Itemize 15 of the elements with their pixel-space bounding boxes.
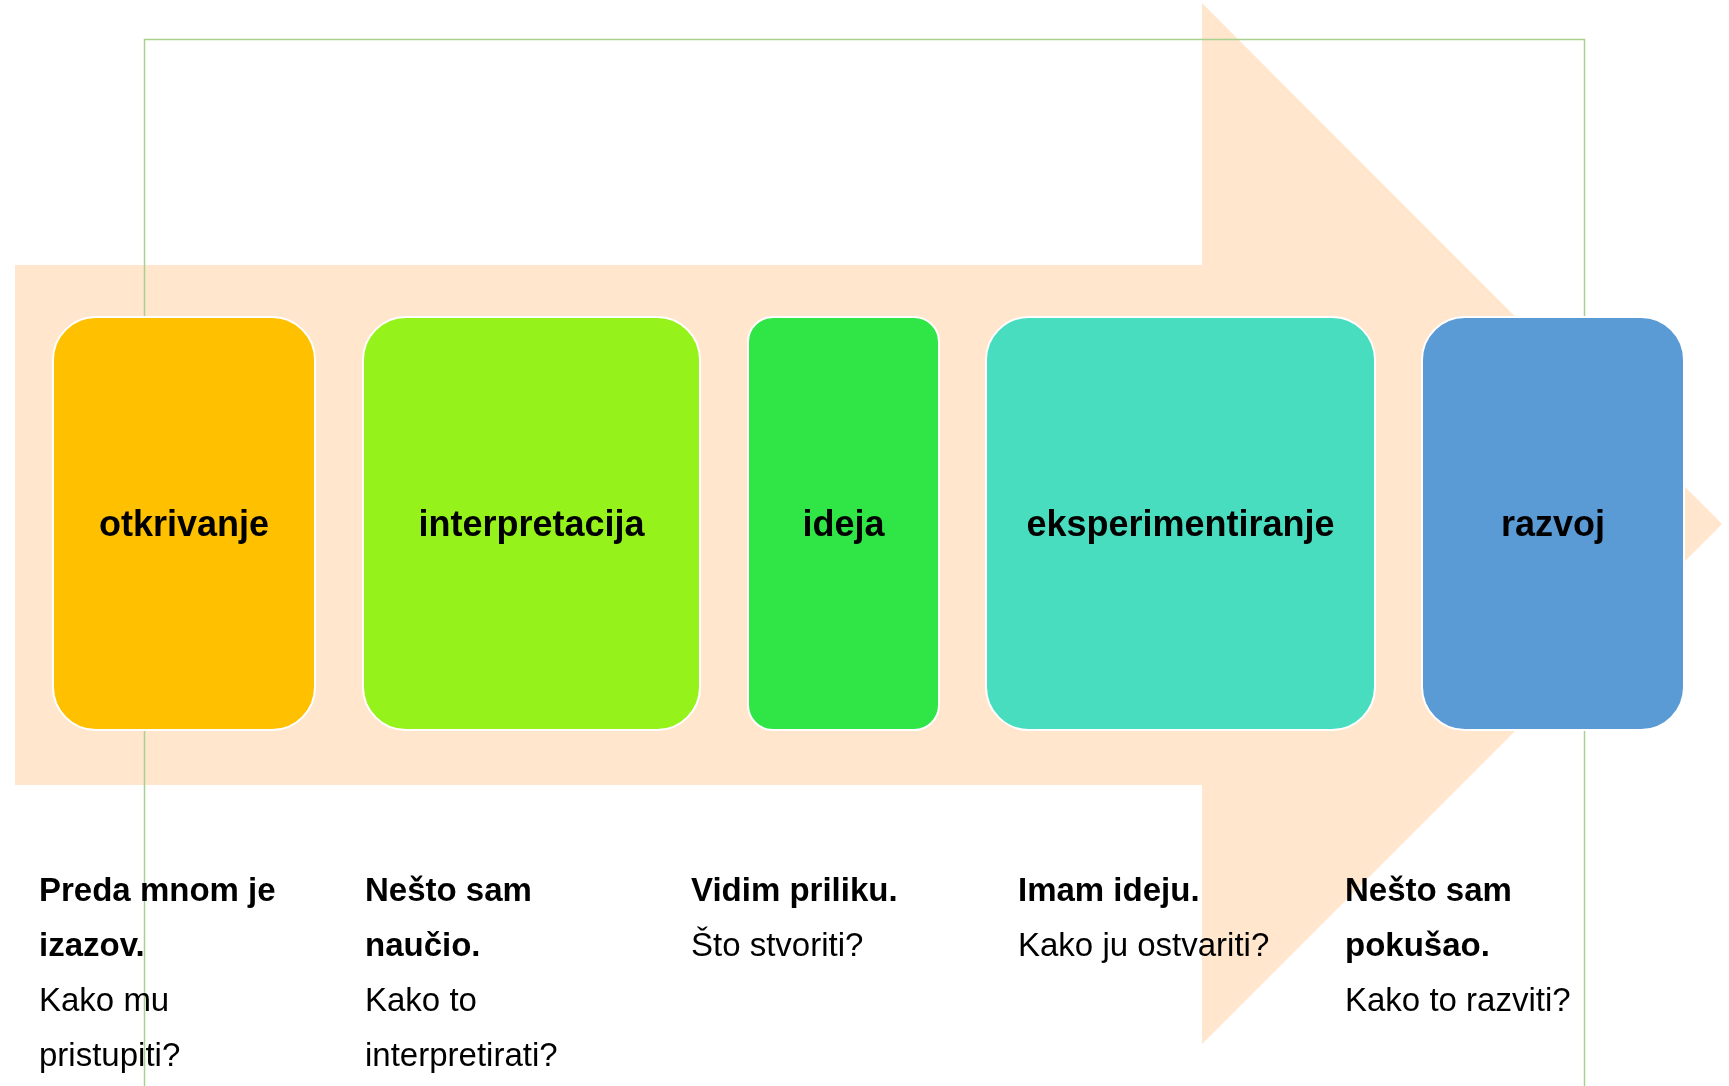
stage-statement: Preda mnom je izazov.: [39, 870, 277, 965]
stage-question: Kako to razviti?: [1345, 980, 1572, 1020]
stage-question: Kako to interpretirati?: [365, 980, 559, 1075]
stage-label: interpretacija: [418, 502, 645, 545]
stage-label: otkrivanje: [98, 502, 270, 545]
stage-label: ideja: [802, 502, 885, 545]
stage-statement: Nešto sam pokušao.: [1345, 870, 1513, 965]
stage-question: Kako ju ostvariti?: [1018, 925, 1271, 965]
stage-question: Kako mu pristupiti?: [39, 980, 182, 1075]
stage-label: eksperimentiranje: [1026, 502, 1335, 545]
stage-question: Što stvoriti?: [691, 925, 865, 965]
stage-statement: Imam ideju.: [1018, 870, 1201, 910]
stage-statement: Vidim priliku.: [691, 870, 899, 910]
stage-label: razvoj: [1500, 502, 1605, 545]
stage-statement: Nešto sam naučio.: [365, 870, 533, 965]
